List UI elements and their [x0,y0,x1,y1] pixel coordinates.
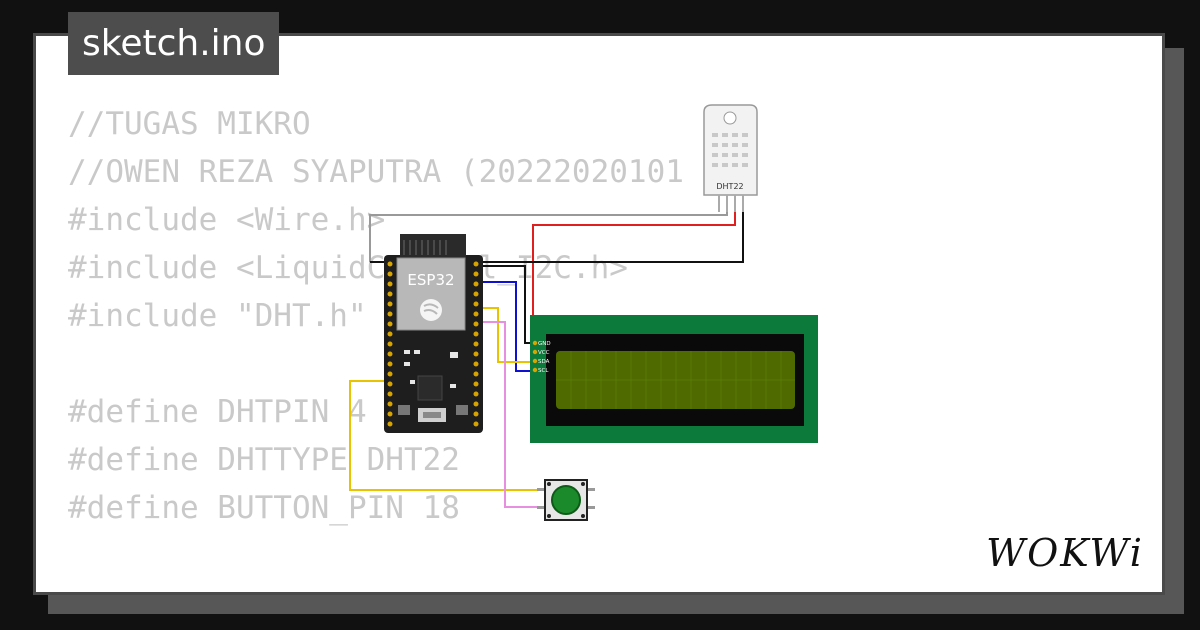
wire-scl[interactable] [478,281,537,372]
dht22-sensor[interactable]: DHT22 [703,104,758,212]
code-preview: //TUGAS MIKRO //OWEN REZA SYAPUTRA (2022… [68,100,1068,532]
push-button[interactable] [537,479,595,521]
espressif-logo-icon [420,299,442,321]
code-line: #include <Wire.h> [68,202,386,238]
code-line: #define BUTTON_PIN 18 [68,490,460,526]
wokwi-logo-text: WOKWi [986,531,1144,575]
wire-button-yellow[interactable] [349,380,543,491]
esp32-board[interactable]: ESP32 [384,234,483,433]
esp32-label: ESP32 [407,271,454,289]
lcd-pin-gnd: GND [538,341,551,347]
dht-label: DHT22 [716,182,743,191]
code-line: #include "DHT.h" [68,298,367,334]
file-tab[interactable]: sketch.ino [68,12,280,75]
code-line: #define DHTPIN 4 [68,394,367,430]
project-card [33,33,1165,595]
button-cap[interactable] [551,485,581,515]
lcd-pin-vcc: VCC [538,350,550,356]
code-line: #define DHTTYPE DHT22 [68,442,460,478]
code-line: //TUGAS MIKRO [68,106,311,142]
lcd-display[interactable]: GND VCC SDA SCL [530,315,818,443]
wire-dht-data[interactable] [369,212,728,262]
wokwi-logo: WOKWi [986,531,1144,575]
lcd-pin-scl: SCL [538,368,549,374]
code-line: //OWEN REZA SYAPUTRA (20222020101 [68,154,684,190]
lcd-pin-sda: SDA [538,359,550,365]
wire-button-pink[interactable] [478,321,543,508]
wire-sda[interactable] [478,307,537,363]
wire-ground[interactable] [370,212,744,263]
